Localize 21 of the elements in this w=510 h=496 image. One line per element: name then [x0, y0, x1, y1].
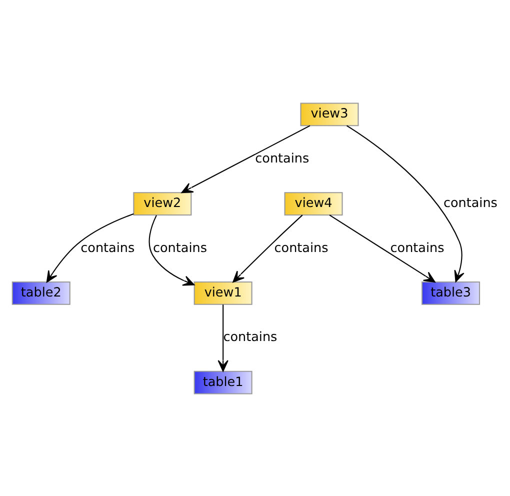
- edge-label: contains: [152, 240, 207, 256]
- node-box: table2: [12, 280, 70, 304]
- arrow: [329, 214, 436, 282]
- node-box: view1: [194, 280, 252, 304]
- arrow: [148, 214, 195, 286]
- edge-label: contains: [223, 330, 278, 345]
- edge-label: contains: [255, 150, 310, 166]
- node-box: view2: [133, 192, 192, 216]
- arrow: [46, 212, 134, 282]
- arrow: [346, 124, 464, 282]
- node-box: table3: [422, 280, 480, 304]
- edge-label: contains: [390, 240, 444, 256]
- edge-label: contains: [443, 196, 498, 211]
- node-box: table1: [194, 370, 252, 394]
- edge-label: contains: [274, 240, 328, 256]
- arrow: [218, 304, 228, 372]
- node-box: view3: [300, 102, 359, 126]
- arrow: [181, 124, 310, 193]
- arrow: [232, 214, 303, 282]
- edge-label: contains: [80, 240, 135, 256]
- node-box: view4: [284, 192, 343, 216]
